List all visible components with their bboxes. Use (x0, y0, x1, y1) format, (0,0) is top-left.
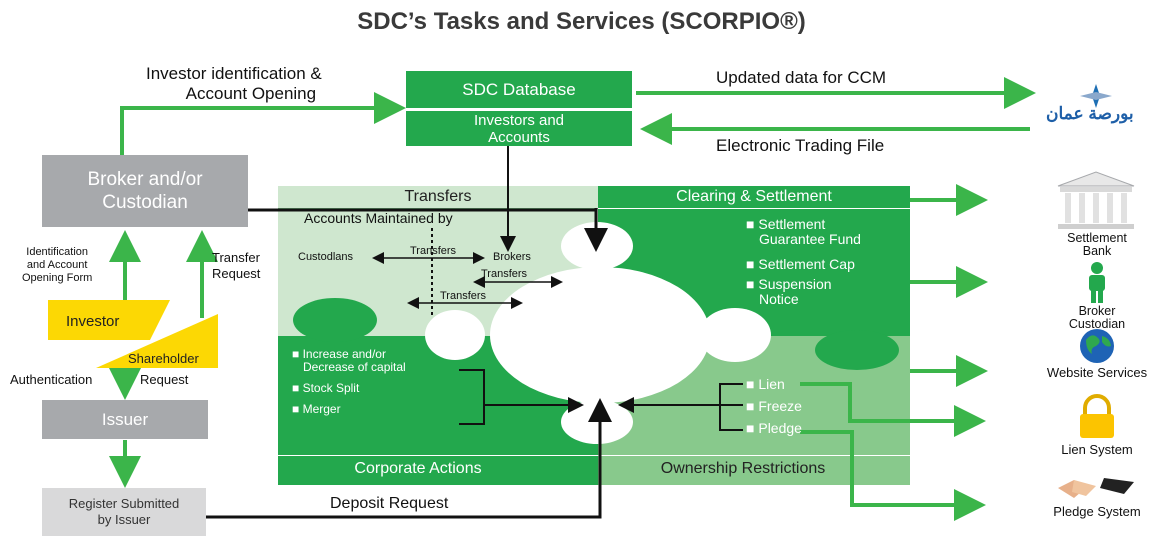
investor-identification-line1: Investor identification & (146, 64, 322, 83)
ownership-item-lien: ■ Lien (746, 376, 785, 392)
transfers-label-1: Transfers (410, 245, 457, 257)
broker-custodian-line2: Custodian (102, 192, 188, 213)
ownership-item-freeze: ■ Freeze (746, 398, 802, 414)
ownership-title: Ownership Restrictions (660, 460, 826, 477)
handshake-icon (1058, 478, 1134, 498)
website-services-label: Website Services (1046, 365, 1148, 380)
issuer-label: Issuer (101, 409, 149, 429)
corporate-item-1-text: Increase and/or (302, 347, 386, 361)
investor-identification-line2: Account Opening (185, 84, 317, 103)
exchange-logo-text: بورصة عمان (1046, 104, 1134, 123)
broker-custodian-right-line1: Broker (1078, 304, 1116, 318)
broker-custodian-box: Broker and/or Custodian (42, 155, 248, 227)
transfers-label-2: Transfers (481, 268, 528, 280)
clearing-item-2-text: Settlement Cap (758, 256, 855, 272)
sdc-database-sub-line1: Investors and (473, 111, 565, 129)
lock-icon (1080, 394, 1114, 438)
freeze-label: Freeze (758, 398, 802, 414)
page-title: SDC’s Tasks and Services (SCORPIO®) (357, 8, 806, 35)
corporate-title: Corporate Actions (354, 460, 482, 477)
broker-custodian-right-label: Broker Custodian (1046, 305, 1148, 331)
clearing-item-2: ■ Settlement Cap (746, 256, 855, 272)
clearing-item-3-line2: Notice (759, 291, 799, 307)
brokers-label: Brokers (493, 251, 531, 263)
pledge-label: Pledge (758, 420, 802, 436)
clearing-header (598, 186, 910, 209)
clearing-item-1-text: Settlement (758, 216, 826, 232)
clearing-item-3-text: Suspension (758, 276, 832, 292)
settlement-bank-line1: Settlement (1067, 231, 1127, 245)
request-label: Request (140, 372, 189, 387)
bank-icon (1057, 171, 1135, 229)
accounts-maintained-label: Accounts Maintained by (304, 210, 453, 226)
register-line2: by Issuer (97, 512, 151, 527)
puzzle-tab-ownership (815, 330, 899, 370)
transfer-request-label: Transfer Request (212, 250, 260, 282)
clearing-item-3-line1: ■ Suspension (746, 276, 832, 292)
sdc-database-sub-line2: Accounts (488, 128, 550, 146)
broker-custodian-line1: Broker and/or (87, 169, 203, 190)
ownership-footer (598, 455, 910, 485)
sdc-database-title: SDC Database (462, 79, 576, 99)
corporate-item-3: ■ Merger (292, 402, 341, 416)
clearing-title: Clearing & Settlement (676, 188, 832, 205)
lien-system-label: Lien System (1061, 442, 1133, 457)
lien-label: Lien (758, 376, 785, 392)
exchange-logo-icon (1080, 84, 1112, 108)
investor-identification-label: Investor identification & Account Openin… (146, 64, 322, 104)
clearing-item-3: ■ Suspension Notice (746, 277, 832, 307)
sdc-database-title-box: SDC Database (406, 71, 632, 108)
person-icon (1089, 262, 1105, 303)
corporate-footer (278, 455, 598, 485)
shareholder-label: Shareholder (128, 351, 199, 366)
globe-icon (1080, 329, 1114, 363)
transfer-request-line1: Transfer (212, 250, 260, 265)
id-form-line3: Opening Form (22, 272, 93, 284)
authentication-label: Authentication (10, 372, 93, 387)
corporate-item-2-text: Stock Split (302, 381, 360, 395)
corporate-item-1: ■ Increase and/or Decrease of capital (292, 348, 406, 374)
register-box: Register Submitted by Issuer (42, 488, 206, 536)
register-line1: Register Submitted (68, 496, 180, 511)
id-form-label: Identification and Account Opening Form (22, 246, 92, 285)
investor-label: Investor (66, 313, 120, 330)
broker-custodian-right-line2: Custodian (1068, 317, 1126, 331)
clearing-item-1-line2: Guarantee Fund (759, 231, 861, 247)
settlement-bank-label: Settlement Bank (1046, 232, 1148, 258)
clearing-item-1: ■ Settlement Guarantee Fund (746, 217, 861, 247)
puzzle-center (425, 222, 771, 444)
corporate-item-1-line2: Decrease of capital (303, 360, 406, 374)
electronic-trading-label: Electronic Trading File (716, 136, 885, 155)
id-form-line2: and Account (26, 259, 88, 271)
clearing-item-1-line1: ■ Settlement (746, 216, 826, 232)
id-form-line1: Identification (26, 246, 89, 258)
sdc-database-sub-box: Investors and Accounts (406, 110, 632, 146)
shareholder-shape (96, 314, 218, 368)
updated-data-label: Updated data for CCM (716, 68, 887, 87)
transfers-title: Transfers (404, 188, 472, 205)
puzzle-tab-transfers (293, 298, 377, 342)
settlement-bank-line2: Bank (1082, 244, 1112, 258)
investor-shape (48, 300, 170, 340)
corporate-item-2: ■ Stock Split (292, 381, 360, 395)
ownership-item-pledge: ■ Pledge (746, 420, 802, 436)
custodians-label: Custodlans (298, 251, 354, 263)
deposit-request-label: Deposit Request (330, 495, 449, 512)
issuer-box: Issuer (42, 400, 208, 439)
transfers-label-3: Transfers (440, 290, 487, 302)
transfer-request-line2: Request (212, 266, 261, 281)
corporate-item-1-line1: ■ Increase and/or (292, 347, 386, 361)
pledge-system-label: Pledge System (1053, 504, 1141, 519)
corporate-item-3-text: Merger (302, 402, 341, 416)
